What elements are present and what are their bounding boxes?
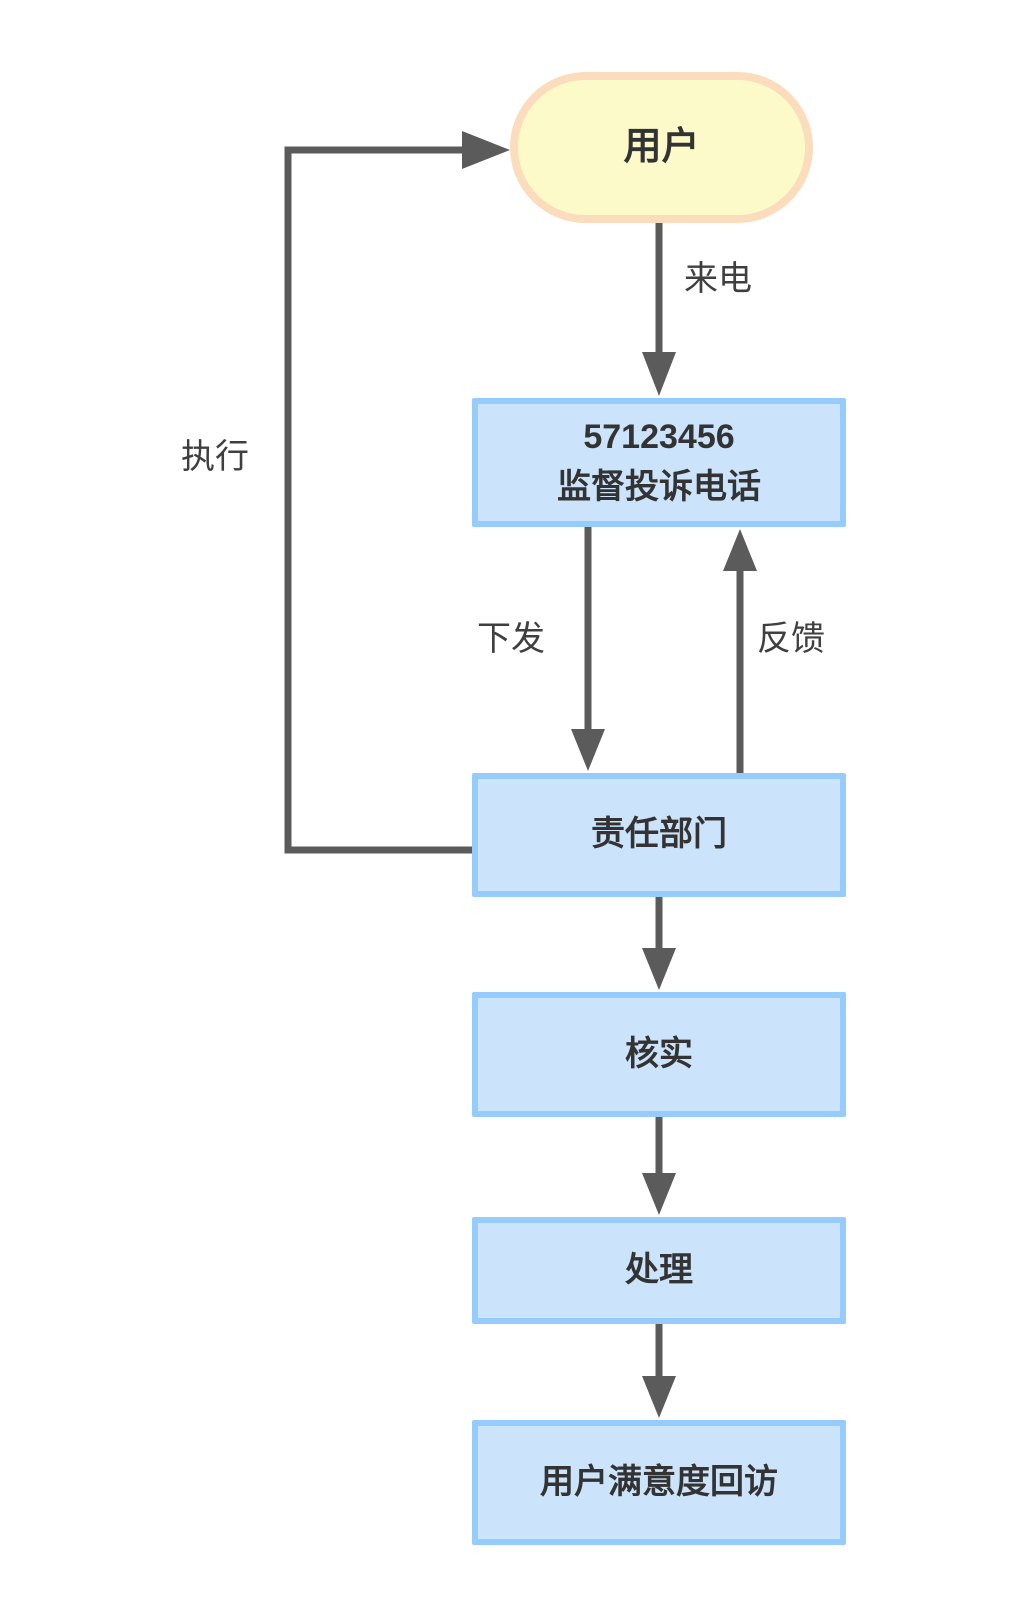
node-responsible-department: 责任部门 xyxy=(472,773,846,897)
node-responsible-department-label: 责任部门 xyxy=(591,815,727,854)
arrowhead-down-icon xyxy=(642,948,676,990)
node-satisfaction-revisit-label: 用户满意度回访 xyxy=(540,1462,778,1501)
edge-handle-to-revisit xyxy=(642,1324,676,1418)
edge-dept-to-user-loop xyxy=(284,131,510,854)
edge-hotline-to-dept xyxy=(571,527,605,771)
node-user: 用户 xyxy=(510,72,813,223)
edge-label-incoming-call: 来电 xyxy=(684,260,752,298)
node-hotline-number: 57123456 xyxy=(583,418,735,457)
edge-dept-to-hotline xyxy=(723,529,757,773)
node-verify-label: 核实 xyxy=(625,1034,693,1073)
edge-label-feedback: 反馈 xyxy=(757,620,825,658)
node-hotline: 57123456 监督投诉电话 xyxy=(472,398,846,527)
edge-label-dispatch: 下发 xyxy=(477,620,545,658)
node-user-label: 用户 xyxy=(623,125,700,168)
node-hotline-label: 监督投诉电话 xyxy=(557,467,761,506)
arrowhead-right-icon xyxy=(462,131,510,169)
node-satisfaction-revisit: 用户满意度回访 xyxy=(472,1420,846,1545)
edge-verify-to-handle xyxy=(642,1117,676,1215)
arrowhead-down-icon xyxy=(642,1376,676,1418)
arrowhead-up-icon xyxy=(723,529,757,571)
arrowhead-down-icon xyxy=(642,352,676,396)
edge-user-to-hotline xyxy=(642,223,676,396)
arrowhead-down-icon xyxy=(642,1173,676,1215)
node-handle-label: 处理 xyxy=(625,1250,693,1289)
edge-label-execute: 执行 xyxy=(181,438,249,476)
node-verify: 核实 xyxy=(472,992,846,1117)
arrowhead-down-icon xyxy=(571,729,605,771)
edge-dept-to-verify xyxy=(642,897,676,990)
node-handle: 处理 xyxy=(472,1217,846,1324)
